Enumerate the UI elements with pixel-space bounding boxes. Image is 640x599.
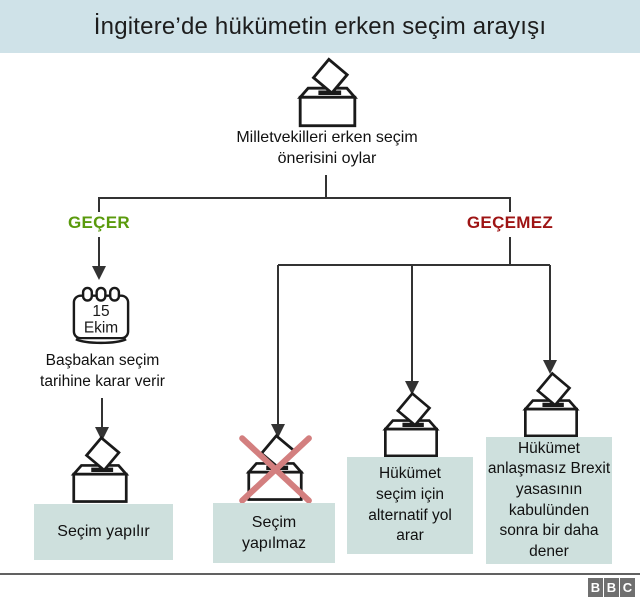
bbc-logo-letter: B xyxy=(604,578,619,597)
branch-label-pass: GEÇER xyxy=(68,213,130,232)
outcome-box-alternative-route: Hükümet seçim için alternatif yol arar xyxy=(347,457,473,554)
bbc-logo: B B C xyxy=(588,578,635,597)
pass-ballot-icon xyxy=(65,440,135,504)
outcome-box-try-again: Hükümet anlaşmasız Brexit yasasının kabu… xyxy=(486,437,612,564)
bbc-logo-letter: B xyxy=(588,578,603,597)
outcome-box-no-election: Seçim yapılmaz xyxy=(213,503,335,563)
root-ballot-icon xyxy=(291,62,364,128)
footer-divider xyxy=(0,573,640,575)
bbc-logo-letter: C xyxy=(620,578,635,597)
root-label: Milletvekilleri erken seçim önerisini oy… xyxy=(236,129,418,168)
crossed-ballot-icon xyxy=(239,438,312,504)
branch-label-fail: GEÇEMEZ xyxy=(466,213,554,232)
pass-step-label: Başbakan seçim tarihine karar verir xyxy=(40,352,165,390)
calendar-month: Ekim xyxy=(84,319,118,336)
title-bar: İngitere’de hükümetin erken seçim arayış… xyxy=(0,0,640,53)
calendar-icon: 15 Ekim xyxy=(72,286,130,345)
brexit-ballot-icon xyxy=(516,376,586,438)
calendar-day: 15 xyxy=(92,303,109,320)
outcome-box-election-held: Seçim yapılır xyxy=(34,504,173,560)
alternative-ballot-icon xyxy=(376,396,446,458)
page-title: İngitere’de hükümetin erken seçim arayış… xyxy=(93,12,547,40)
